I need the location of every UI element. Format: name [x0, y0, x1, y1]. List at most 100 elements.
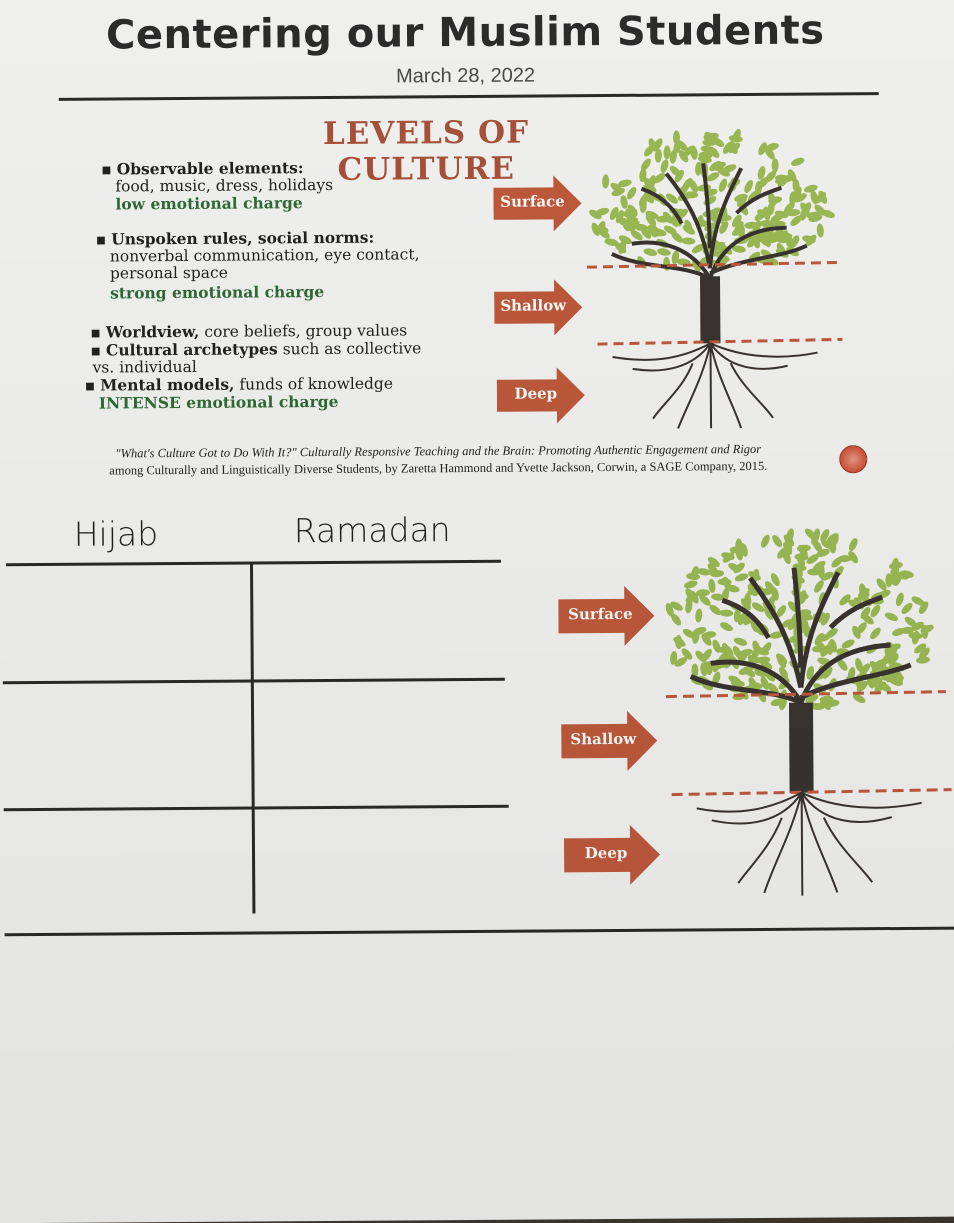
leaf [691, 663, 699, 678]
leaf [796, 544, 811, 552]
deep-item2-bold: Cultural archetypes [105, 339, 278, 360]
bottom-divider [4, 926, 954, 937]
leaf [893, 572, 902, 586]
leaf [760, 676, 770, 690]
deep-charge: INTENSE emotional charge [98, 391, 339, 413]
leaf [918, 647, 930, 659]
leaf [591, 222, 600, 236]
leaf [692, 627, 707, 635]
leaf [641, 158, 651, 171]
leaf [876, 578, 887, 591]
leaf [806, 554, 819, 564]
leaf [734, 221, 744, 234]
leaf [758, 142, 767, 156]
leaf [719, 221, 729, 234]
leaf [708, 207, 721, 217]
deep-item1-bold: Worldview, [105, 321, 200, 342]
leaf [698, 151, 713, 159]
leaf [825, 628, 838, 639]
leaf [686, 572, 701, 580]
leaf [768, 192, 777, 206]
leaf [885, 671, 898, 683]
leaf [666, 193, 678, 204]
leaf [770, 698, 785, 707]
leaf [772, 534, 783, 548]
leaf [652, 228, 667, 237]
surface-block: ▪ Observable elements: food, music, dres… [101, 158, 334, 214]
leaf [816, 223, 824, 238]
leaf [820, 529, 830, 542]
leaf [708, 146, 720, 159]
leaf [610, 182, 623, 193]
leaf [774, 210, 789, 219]
leaf [775, 174, 790, 182]
leaf [696, 589, 711, 597]
leaf [695, 161, 703, 176]
leaf [901, 602, 913, 614]
deep-block: ▪ Worldview, core beliefs, group values … [84, 321, 422, 413]
table-top-line [5, 559, 501, 567]
leaf [645, 214, 657, 227]
deep-item3-bold: Mental models, [100, 374, 235, 395]
leaf [732, 646, 743, 659]
leaf [682, 628, 696, 639]
leaf [681, 648, 693, 660]
lower-culture-tree-illustration [665, 528, 952, 896]
leaf [709, 160, 722, 172]
leaf [663, 145, 671, 160]
leaf [764, 581, 776, 593]
leaf [763, 206, 771, 221]
leaf [912, 630, 920, 645]
leaf [857, 588, 870, 599]
leaf [660, 159, 669, 173]
leaf [744, 180, 754, 194]
leaf [695, 650, 707, 663]
leaf [748, 677, 758, 690]
leaf [730, 680, 745, 688]
leaf [690, 145, 698, 160]
leaf [755, 647, 769, 656]
leaf [817, 564, 825, 579]
leaf [786, 209, 801, 217]
leaf [805, 694, 819, 703]
leaf [748, 571, 761, 581]
leaf [800, 206, 808, 221]
leaf [770, 573, 780, 587]
leaf [627, 204, 638, 217]
leaf [711, 137, 725, 148]
leaf [685, 599, 693, 614]
leaf [665, 603, 674, 617]
shallow-detail-2: personal space [109, 263, 228, 283]
leaf [786, 528, 794, 543]
leaf [811, 703, 826, 711]
leaf [721, 552, 735, 561]
column-header-ramadan: Ramadan [293, 510, 451, 551]
leaf [790, 215, 802, 226]
leaf [760, 534, 770, 548]
leaf [597, 221, 606, 235]
leaf [639, 168, 647, 183]
page-date: March 28, 2022 [396, 64, 536, 88]
leaf [808, 214, 823, 222]
leaf [685, 593, 699, 603]
leaf [806, 665, 815, 680]
leaf [674, 657, 688, 667]
publisher-seal-icon [839, 445, 868, 474]
leaf [792, 178, 800, 193]
leaf [815, 191, 826, 204]
leaf [656, 215, 671, 223]
leaf [870, 604, 881, 618]
leaf [900, 570, 914, 578]
leaf [826, 640, 834, 655]
leaf [757, 177, 769, 189]
culture-tree-illustration [586, 128, 843, 429]
leaf [904, 616, 917, 627]
leaf [879, 682, 892, 693]
surface-arrow-label: Surface [500, 192, 565, 211]
table-center-line [249, 563, 256, 914]
leaf [776, 605, 787, 618]
leaf [589, 209, 602, 220]
leaf [740, 543, 748, 557]
deep-arrow-label: Deep [514, 384, 558, 403]
leaf [722, 576, 732, 590]
